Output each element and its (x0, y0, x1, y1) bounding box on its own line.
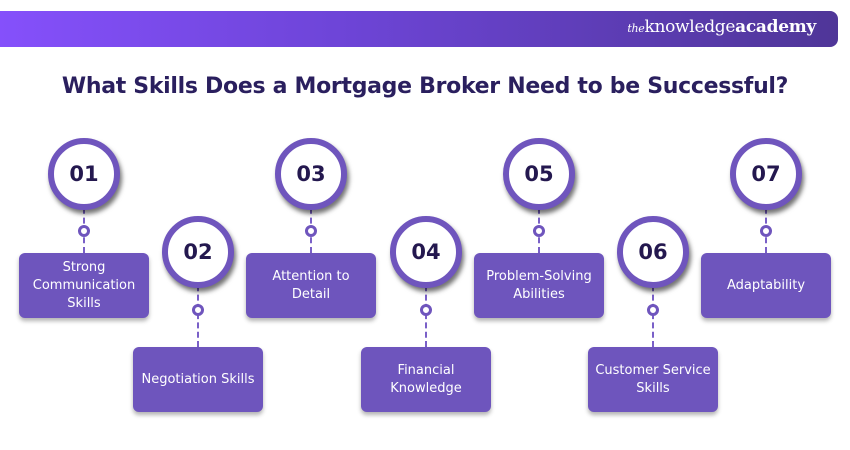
skill-label: Attention to Detail (272, 268, 350, 302)
connector-dot (192, 304, 204, 316)
skill-label: Adaptability (726, 277, 806, 293)
connector-dot (533, 225, 545, 237)
step-number-badge: 04 (390, 216, 462, 288)
header-banner: theknowledgeacademy (0, 11, 838, 47)
skill-label-box: Customer Service Skills (588, 347, 718, 412)
skill-label-box: Attention to Detail (246, 253, 376, 318)
skill-label: Strong Communication Skills (32, 259, 136, 311)
skill-label-box: Adaptability (701, 253, 831, 318)
page-title: What Skills Does a Mortgage Broker Need … (61, 74, 789, 99)
step-number-badge: 05 (503, 138, 575, 210)
connector-dot (760, 225, 772, 237)
skill-label-box: Problem-Solving Abilities (474, 253, 604, 318)
skill-label: Problem-Solving Abilities (486, 268, 592, 302)
step-number-badge: 07 (730, 138, 802, 210)
skill-label: Customer Service Skills (595, 362, 711, 396)
skill-label: Negotiation Skills (141, 371, 255, 387)
step-number-badge: 02 (162, 216, 234, 288)
step-number-badge: 03 (275, 138, 347, 210)
step-number-badge: 06 (617, 216, 689, 288)
skill-label-box: Financial Knowledge (361, 347, 491, 412)
connector-dot (78, 225, 90, 237)
connector-dot (647, 304, 659, 316)
brand-logo: theknowledgeacademy (627, 17, 816, 37)
connector-dot (420, 304, 432, 316)
skill-label: Financial Knowledge (390, 362, 462, 396)
step-number-badge: 01 (48, 138, 120, 210)
skill-label-box: Strong Communication Skills (19, 253, 149, 318)
skill-label-box: Negotiation Skills (133, 347, 263, 412)
connector-dot (305, 225, 317, 237)
